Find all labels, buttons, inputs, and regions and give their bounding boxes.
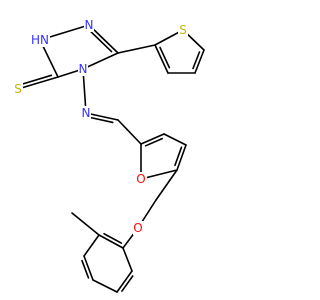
bond-Nim-CHim [85,112,119,121]
atom-N2: N [84,18,94,32]
bond-B2-Me [71,212,100,236]
atom-S-thiophene: S [178,23,188,37]
atom-label-N-imine: N [82,106,91,120]
bond-Fc-Fd-second-line [174,146,183,167]
bond-Fb-Fc [163,133,187,146]
bond-B4-B5 [92,279,118,293]
molecule-structure: HN N N N S S O O [13,18,205,293]
atom-O-furan: O [136,172,147,186]
atom-label-N2: N [85,18,94,32]
atom-label-N4: N [79,62,88,76]
bond-CHim-Fa [117,119,142,145]
atom-O-ether: O [133,221,144,235]
atom-HN: HN [30,33,50,47]
bond-C5-Sth-second-line [21,74,53,85]
bond-N4-Nim [82,68,87,114]
bond-C3-N4 [82,52,119,70]
bond-B3-B4 [83,255,94,281]
atom-N-imine: N [81,106,91,120]
bond-T4-T5-second-line [192,51,201,70]
atom-label-O-ether: O [133,221,142,235]
atom-label-O-furan: O [136,172,145,186]
bond-Fa-Fb-second-line [144,137,163,147]
bond-T4-T5 [194,49,205,74]
bond-layer [17,24,205,293]
bond-B5-B6 [116,270,133,293]
bond-Nim-CHim-second-line [88,116,114,124]
bond-B6-B1 [122,247,133,272]
bond-B5-B6-second-line [121,275,134,292]
atom-N4: N [78,62,88,76]
atom-label-HN: HN [31,33,49,47]
bond-B1-B2 [98,234,124,249]
bond-C3-T2 [117,44,156,54]
atom-label-S-thiophene: S [179,23,187,37]
atom-label-layer: HN N N N S S O O [13,18,188,235]
bond-C5-Sth [17,76,59,90]
bond-B3-B4-second-line [81,259,90,279]
bond-B1-B2-second-line [103,232,123,244]
bond-N2-C3-second-line [89,30,113,53]
bond-T6-T2-second-line [159,46,171,69]
bond-Fa-Fb [140,133,165,145]
bond-B2-B3 [83,234,100,257]
bond-Fd-CH2 [155,169,178,201]
bond-Fc-Fd [176,144,187,171]
atom-label-S-thione: S [14,82,22,96]
atom-S-thione: S [13,82,23,96]
bond-T6-T2 [154,44,169,74]
